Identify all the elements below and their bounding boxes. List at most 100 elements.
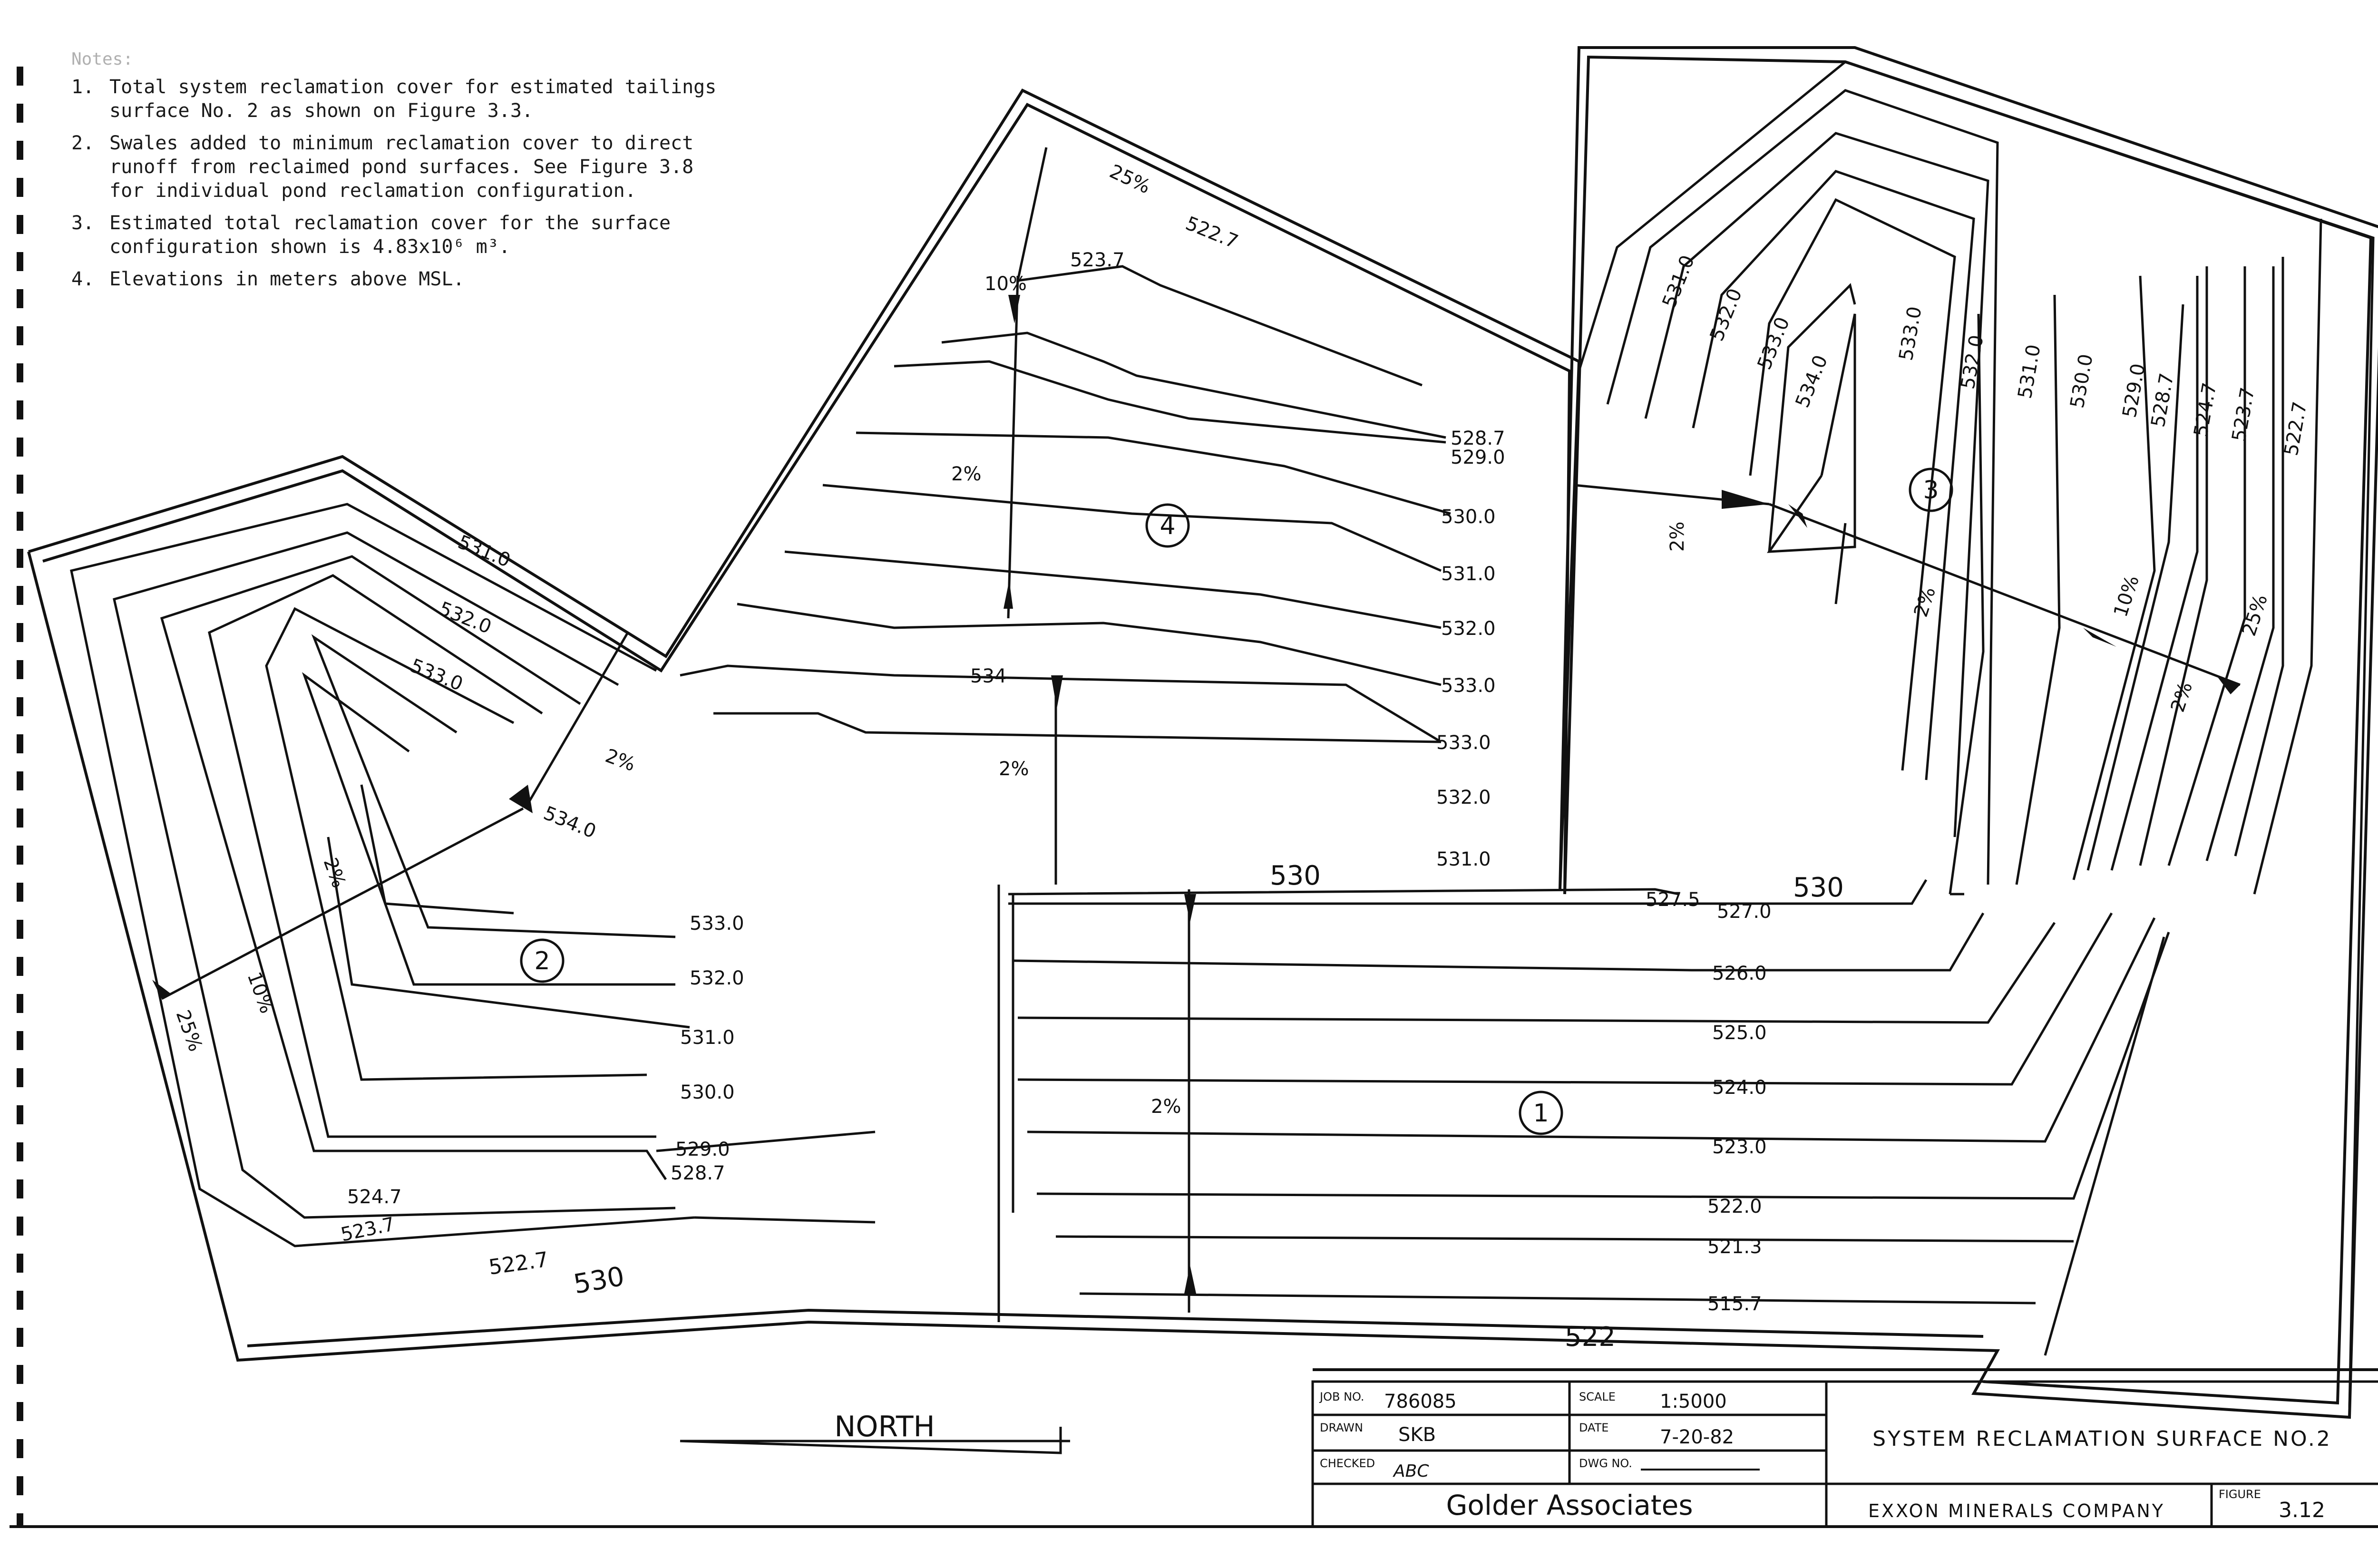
- slope-p4-2a: 2%: [951, 463, 981, 485]
- swale-lines: [161, 275, 2241, 1313]
- flow-arrows: [152, 295, 2240, 1294]
- drawing-title: SYSTEM RECLAMATION SURFACE NO.2: [1872, 1427, 2332, 1451]
- label-p4-523-7: 523.7: [1070, 249, 1125, 271]
- pond4-contours: [680, 147, 1451, 743]
- date-value: 7-20-82: [1660, 1426, 1734, 1448]
- label-p3-523-7: 523.7: [2228, 386, 2259, 443]
- pond-marker-1: 1: [1519, 1091, 1563, 1135]
- note-number: 1.: [71, 76, 95, 98]
- notes-block: Notes: 1. Total system reclamation cover…: [71, 48, 737, 300]
- label-p1-522-0: 522.0: [1707, 1196, 1762, 1217]
- label-p2-524-7: 524.7: [347, 1186, 402, 1208]
- label-p2-532-0b: 532.0: [690, 967, 744, 989]
- label-p3-533-0b: 533.0: [1895, 305, 1926, 362]
- label-p2-530: 530: [571, 1261, 627, 1300]
- pond-markers: 1 2 3 4: [520, 467, 1953, 1135]
- label-p3-530-0: 530.0: [2066, 352, 2097, 410]
- label-p4-534: 534: [970, 665, 1006, 687]
- label-p4-529-0: 529.0: [1451, 447, 1505, 468]
- slope-p2-25: 25%: [172, 1007, 207, 1054]
- dwg-label: DWG NO.: [1579, 1457, 1632, 1470]
- figure-number: 3.12: [2279, 1498, 2325, 1522]
- drawn-value: SKB: [1398, 1424, 1436, 1446]
- label-p4-533-0: 533.0: [1441, 675, 1496, 697]
- checked-label: CHECKED: [1320, 1457, 1375, 1470]
- label-p3-528-7: 528.7: [2147, 371, 2178, 429]
- scale-label: SCALE: [1579, 1390, 1616, 1403]
- pond-marker-3: 3: [1909, 467, 1953, 512]
- label-p2-534-0: 534.0: [540, 802, 599, 843]
- label-p2-529-0: 529.0: [675, 1139, 730, 1160]
- page-frame: [10, 1368, 2378, 1528]
- label-p4-531-0: 531.0: [1441, 563, 1496, 585]
- label-p3-533-0: 533.0: [1754, 314, 1794, 372]
- label-c-530-left: 530: [1270, 860, 1321, 891]
- pond1-contours: [997, 879, 2170, 1356]
- label-p3-531-0b: 531.0: [2014, 343, 2045, 400]
- pond-marker-4: 4: [1145, 503, 1190, 548]
- label-p3-531-0: 531.0: [1658, 252, 1699, 311]
- label-c-527-5: 527.5: [1646, 889, 1700, 911]
- label-p3-529-0: 529.0: [2119, 362, 2150, 419]
- svg-text:3: 3: [1923, 476, 1939, 505]
- note-number: 4.: [71, 268, 95, 290]
- svg-text:1: 1: [1533, 1099, 1549, 1128]
- note-item: 4. Elevations in meters above MSL.: [71, 267, 737, 291]
- label-p4-530-0: 530.0: [1441, 506, 1496, 528]
- slope-labels: 25% 10% 2% 2% 2% 2% 10% 25% 2% 2% 10% 25…: [172, 160, 2272, 1118]
- checked-value: ABC: [1393, 1461, 1429, 1481]
- note-text: Estimated total reclamation cover for th…: [109, 212, 671, 258]
- label-p3-532-0b: 532.0: [1957, 333, 1988, 391]
- label-p1-526-0: 526.0: [1712, 963, 1767, 984]
- note-number: 2.: [71, 132, 95, 154]
- label-p1-522: 522: [1565, 1322, 1616, 1353]
- note-text: Elevations in meters above MSL.: [109, 268, 465, 290]
- note-item: 1. Total system reclamation cover for es…: [71, 75, 737, 123]
- title-block-text: JOB NO. 786085 SCALE 1:5000 DRAWN SKB DA…: [1319, 1390, 2332, 1522]
- slope-p1-2: 2%: [1151, 1096, 1181, 1118]
- label-p2-522-7: 522.7: [487, 1247, 550, 1280]
- job-no: 786085: [1384, 1391, 1457, 1412]
- label-p4-528-7: 528.7: [1451, 428, 1505, 449]
- label-p2-528-7: 528.7: [671, 1162, 725, 1184]
- slope-p2-2b: 2%: [319, 855, 350, 891]
- slope-p3-2a: 2%: [1667, 522, 1688, 552]
- slope-p4-25: 25%: [1106, 160, 1154, 198]
- label-p3-532-0: 532.0: [1706, 285, 1747, 344]
- slope-p3-25: 25%: [2238, 592, 2272, 639]
- label-p2-531-0b: 531.0: [680, 1027, 735, 1049]
- slope-p4-10: 10%: [984, 273, 1027, 295]
- label-p1-525-0: 525.0: [1712, 1022, 1767, 1044]
- label-p1-523-0: 523.0: [1712, 1136, 1767, 1158]
- note-text: Total system reclamation cover for estim…: [109, 76, 717, 122]
- note-item: 3. Estimated total reclamation cover for…: [71, 211, 737, 259]
- job-no-label: JOB NO.: [1319, 1390, 1364, 1403]
- notes-header: Notes:: [71, 49, 134, 69]
- scale-value: 1:5000: [1660, 1391, 1727, 1412]
- client-name: EXXON MINERALS COMPANY: [1868, 1500, 2165, 1521]
- outer-boundary: [27, 46, 2378, 1419]
- svg-text:2: 2: [534, 947, 550, 975]
- label-p2-532-0: 532.0: [436, 598, 494, 639]
- label-p2-533-0: 533.0: [407, 655, 466, 696]
- note-item: 2. Swales added to minimum reclamation c…: [71, 131, 737, 203]
- label-p1-521-3: 521.3: [1707, 1236, 1762, 1258]
- svg-text:4: 4: [1160, 512, 1175, 540]
- pond2-contours: [70, 503, 876, 1247]
- note-text: Swales added to minimum reclamation cove…: [109, 132, 694, 202]
- label-p3-524-7: 524.7: [2190, 381, 2221, 438]
- label-p4-522-7: 522.7: [1182, 213, 1241, 253]
- label-p1-524-0: 524.0: [1712, 1077, 1767, 1099]
- firm-name: Golder Associates: [1446, 1489, 1693, 1521]
- label-p3-534-0: 534.0: [1792, 352, 1832, 410]
- contour-labels: 523.7 522.7 528.7 529.0 530.0 531.0 532.…: [339, 213, 2311, 1353]
- slope-p3-2b: 2%: [1910, 584, 1940, 620]
- label-p1-515-7: 515.7: [1707, 1293, 1762, 1315]
- pond-marker-2: 2: [520, 938, 565, 983]
- slope-p4-2b: 2%: [999, 758, 1029, 780]
- figure-label: FIGURE: [2219, 1488, 2261, 1501]
- slope-p3-2c: 2%: [2167, 680, 2197, 715]
- north-arrow: NORTH: [680, 1410, 1070, 1454]
- label-c-530-right: 530: [1793, 872, 1844, 903]
